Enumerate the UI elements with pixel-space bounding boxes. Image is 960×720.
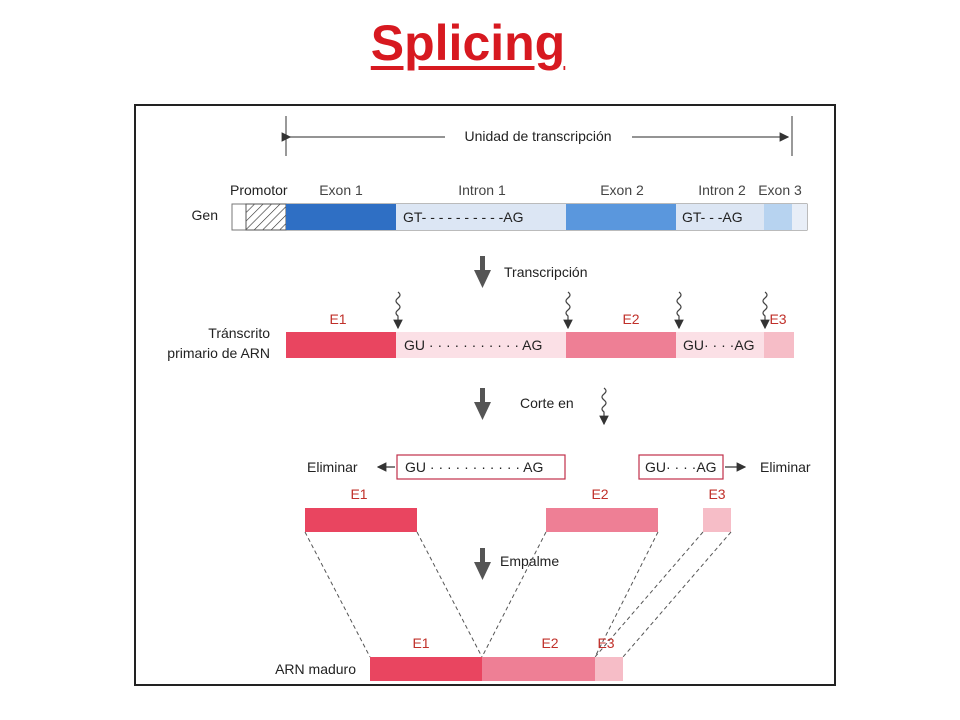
promotor-region (245, 203, 287, 231)
gene-tail (792, 204, 807, 230)
promotor-label: Promotor (230, 182, 288, 198)
splice-guide-lines (304, 531, 732, 658)
transcription-unit-bracket: Unidad de transcripción (281, 116, 793, 156)
primary-transcript-bar: GU · · · · · · · · · · · AG GU· · · ·AG (286, 332, 794, 358)
eliminar-left-label: Eliminar (307, 459, 358, 475)
removed-intron1-sequence: GU · · · · · · · · · · · AG (405, 459, 543, 475)
cut-squiggle-4 (760, 291, 770, 330)
mature-e3 (595, 657, 623, 681)
cut-arrow: Corte en (474, 387, 609, 426)
removed-intron-2: GU· · · ·AG (638, 454, 724, 480)
mature-e3-label: E3 (597, 635, 614, 651)
primary-intron1-sequence: GU · · · · · · · · · · · AG (404, 337, 542, 353)
splice-arrow: Empalme (474, 548, 559, 580)
transcription-unit-label: Unidad de transcripción (464, 128, 611, 144)
gene-intron1-sequence: GT- - - - - - - - - -AG (403, 209, 524, 225)
cut-site-squiggles (393, 291, 770, 330)
intron1-label: Intron 1 (458, 182, 506, 198)
separated-e3-label: E3 (708, 486, 725, 502)
separated-e2-label: E2 (591, 486, 608, 502)
gene-exon1 (286, 204, 396, 230)
intron2-label: Intron 2 (698, 182, 746, 198)
primary-e1-label: E1 (329, 311, 346, 327)
gene-bar: GT- - - - - - - - - -AG GT- - -AG (231, 203, 808, 231)
mature-e2-label: E2 (541, 635, 558, 651)
exon1-label: Exon 1 (319, 182, 363, 198)
mature-rna-label: ARN maduro (275, 661, 356, 677)
splice-label: Empalme (500, 553, 559, 569)
primary-intron2-sequence: GU· · · ·AG (683, 337, 755, 353)
primary-e3 (764, 332, 794, 358)
removed-intron-1: GU · · · · · · · · · · · AG (396, 454, 566, 480)
gen-label: Gen (192, 207, 218, 223)
cut-legend-squiggle (599, 387, 609, 426)
separated-e2 (546, 508, 658, 532)
gene-intron2 (676, 204, 764, 230)
cut-label: Corte en (520, 395, 574, 411)
gene-intron1 (396, 204, 566, 230)
exon3-label: Exon 3 (758, 182, 802, 198)
primary-e2 (566, 332, 676, 358)
separated-e3 (703, 508, 731, 532)
mature-e2 (482, 657, 595, 681)
cut-squiggle-1 (393, 291, 403, 330)
primary-intron2 (676, 332, 764, 358)
primary-e3-label: E3 (769, 311, 786, 327)
exon2-label: Exon 2 (600, 182, 644, 198)
transcription-arrow: Transcripción (474, 256, 588, 288)
primary-intron1 (396, 332, 566, 358)
cut-squiggle-2 (563, 291, 573, 330)
eliminar-right-label: Eliminar (760, 459, 811, 475)
primary-transcript-label-line1: Tránscrito (208, 325, 270, 341)
mature-e1 (370, 657, 482, 681)
transcription-label: Transcripción (504, 264, 588, 280)
gene-exon3 (764, 204, 792, 230)
cut-squiggle-3 (674, 291, 684, 330)
primary-e1 (286, 332, 396, 358)
page-title: Splicing (370, 15, 566, 71)
separated-e1 (305, 508, 417, 532)
separated-e1-label: E1 (350, 486, 367, 502)
mature-rna-bar (370, 657, 623, 681)
primary-transcript-label-line2: primario de ARN (167, 345, 270, 361)
removed-intron2-sequence: GU· · · ·AG (645, 459, 717, 475)
gene-exon2 (566, 204, 676, 230)
primary-e2-label: E2 (622, 311, 639, 327)
mature-e1-label: E1 (412, 635, 429, 651)
gene-intron2-sequence: GT- - -AG (682, 209, 743, 225)
